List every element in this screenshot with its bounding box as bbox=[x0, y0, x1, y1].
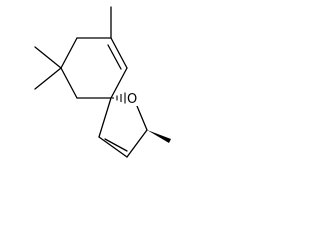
ring-bond-spiro-c4 bbox=[98, 97, 112, 138]
gem-dimethyl-bond-upper bbox=[34, 46, 62, 69]
ring-double-bond-outer-line bbox=[98, 136, 128, 158]
ring-bond-c2-o1 bbox=[136, 105, 148, 131]
oxygen-label-background bbox=[126, 90, 140, 106]
ring-double-bond-inner-line-furan bbox=[104, 138, 128, 152]
ring-double-bond-inner-line bbox=[107, 44, 122, 70]
chemical-structure-diagram: O bbox=[34, 6, 171, 158]
oxygen-atom: O bbox=[126, 90, 140, 107]
ring-bond-c10-c7 bbox=[60, 37, 78, 69]
ring-bond-spiro-c8 bbox=[110, 67, 128, 99]
oxygen-label: O bbox=[127, 92, 137, 107]
gem-dimethyl-bond-lower bbox=[34, 67, 62, 90]
ring-bond-c8-c9 bbox=[110, 37, 128, 69]
hashed-wedge-bond bbox=[112, 92, 126, 104]
ring-bond-c7-c6 bbox=[60, 67, 78, 99]
ring-bond-c3-c2 bbox=[126, 129, 148, 158]
solid-wedge-methyl-bond bbox=[147, 130, 171, 143]
